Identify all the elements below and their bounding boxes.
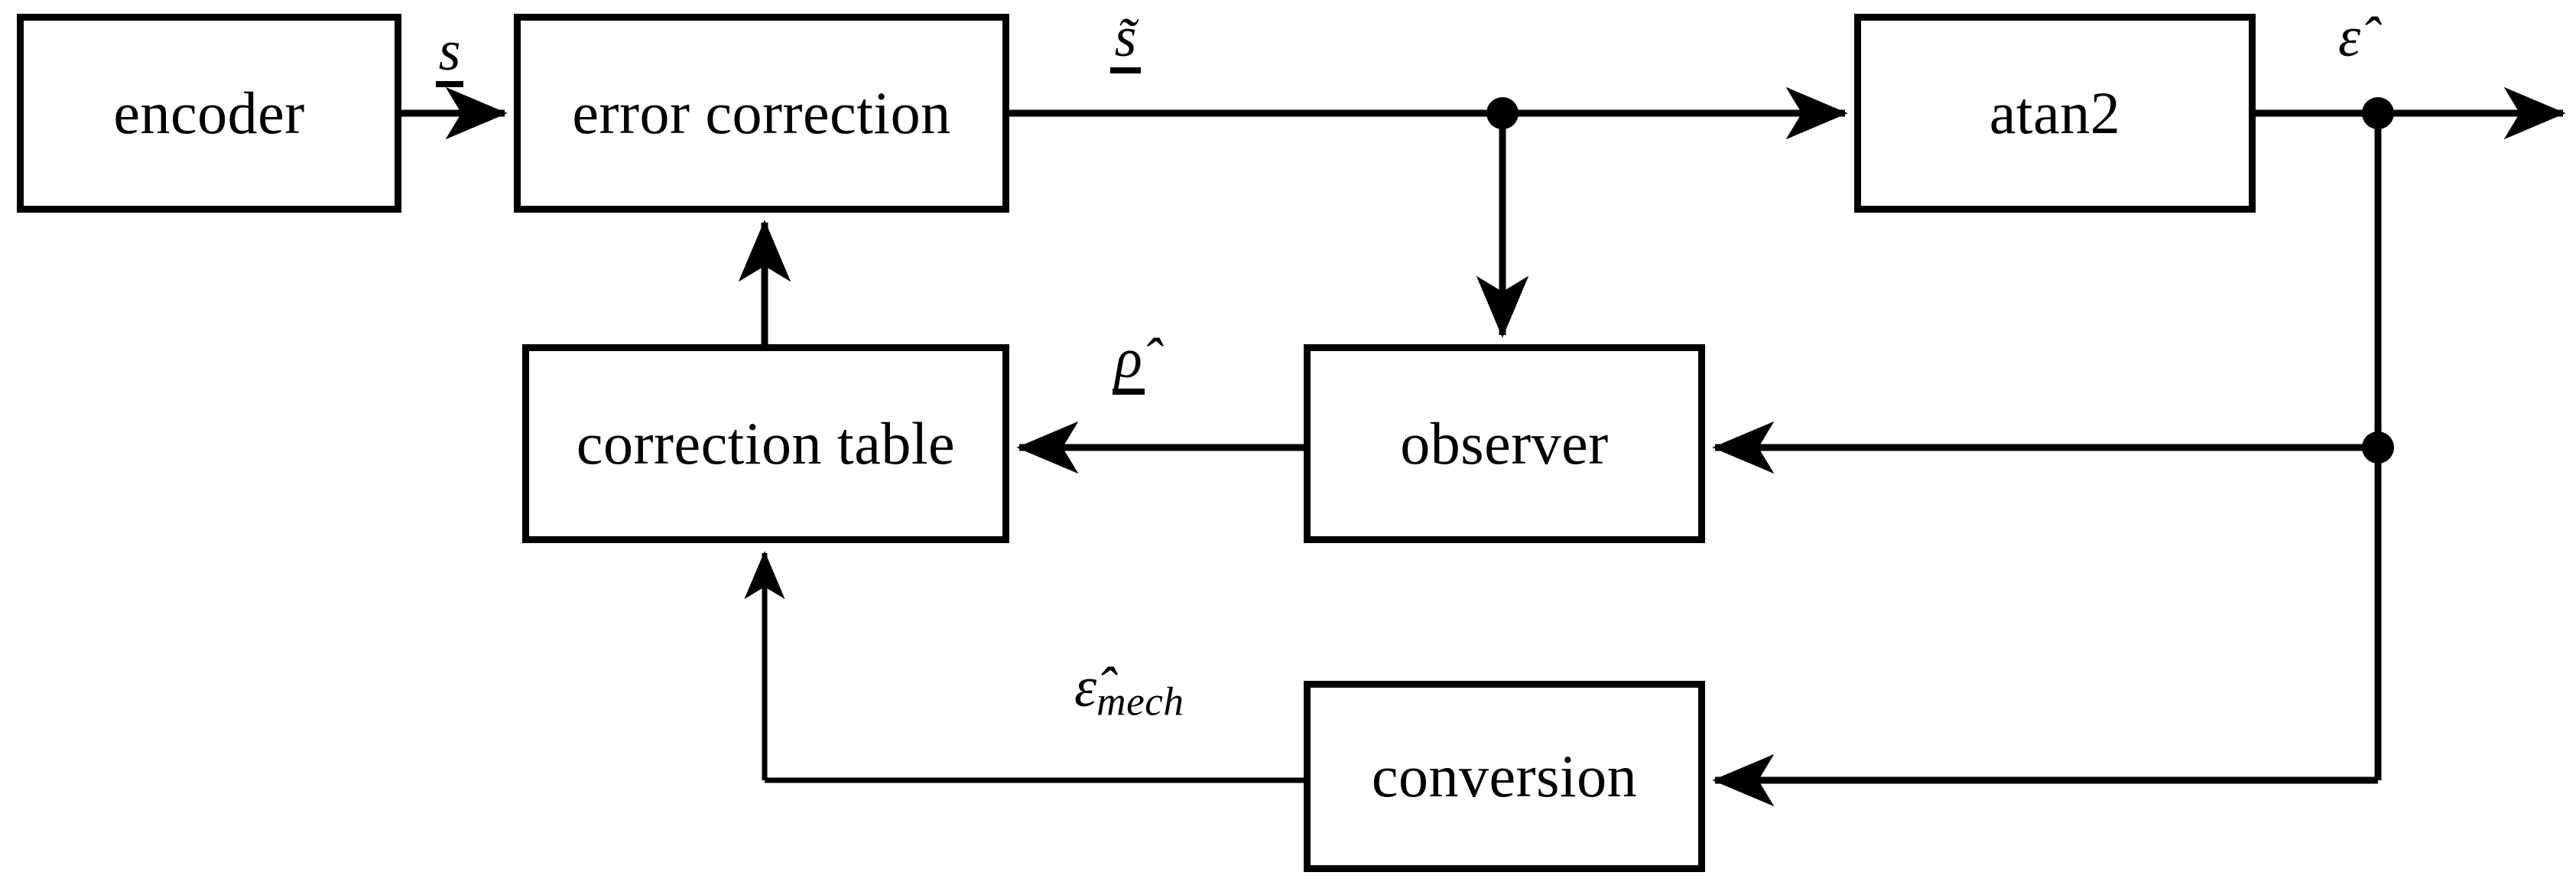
signal-label-s: s [436,23,463,87]
block-observer[interactable]: observer [1304,344,1705,543]
signal-label-s-tilde-glyph: s̃ [1114,6,1137,69]
block-atan2[interactable]: atan2 [1854,14,2256,213]
block-encoder-label: encoder [113,80,305,146]
signal-label-epsilon-hat-mech-subscript: mech [1096,679,1184,724]
signal-label-epsilon-hat-mech: ε̂mech [1074,659,1184,722]
block-atan2-label: atan2 [1989,80,2121,146]
signal-label-rho-hat-vector-bar [1113,389,1145,395]
signal-label-s-glyph: s [438,20,461,83]
block-encoder[interactable]: encoder [17,14,401,213]
signal-label-epsilon-hat-mech-glyph: ε̂ [1074,656,1097,719]
junction-dot-epsilon-observer [2362,431,2394,464]
block-error-correction[interactable]: error correction [514,14,1009,213]
signal-label-rho-hat-glyph: ρ̂ [1115,327,1142,390]
block-observer-label: observer [1400,410,1609,477]
signal-label-epsilon-hat: ε̂ [2338,9,2360,66]
junction-dot-epsilon-top [2362,97,2394,129]
signal-label-s-tilde: s̃ [1110,9,1141,73]
junction-dots [1486,97,2394,464]
block-correction-table[interactable]: correction table [522,344,1009,543]
signal-label-rho-hat: ρ̂ [1113,330,1145,395]
block-conversion-label: conversion [1371,743,1638,809]
block-correction-table-label: correction table [576,410,956,477]
junction-dot-s-tilde-tap [1486,97,1519,129]
signal-label-s-vector-bar [436,81,463,87]
block-conversion[interactable]: conversion [1304,681,1705,872]
signal-label-s-tilde-vector-bar [1110,67,1141,73]
signal-label-epsilon-hat-glyph: ε̂ [2338,6,2361,69]
block-error-correction-label: error correction [572,80,951,146]
